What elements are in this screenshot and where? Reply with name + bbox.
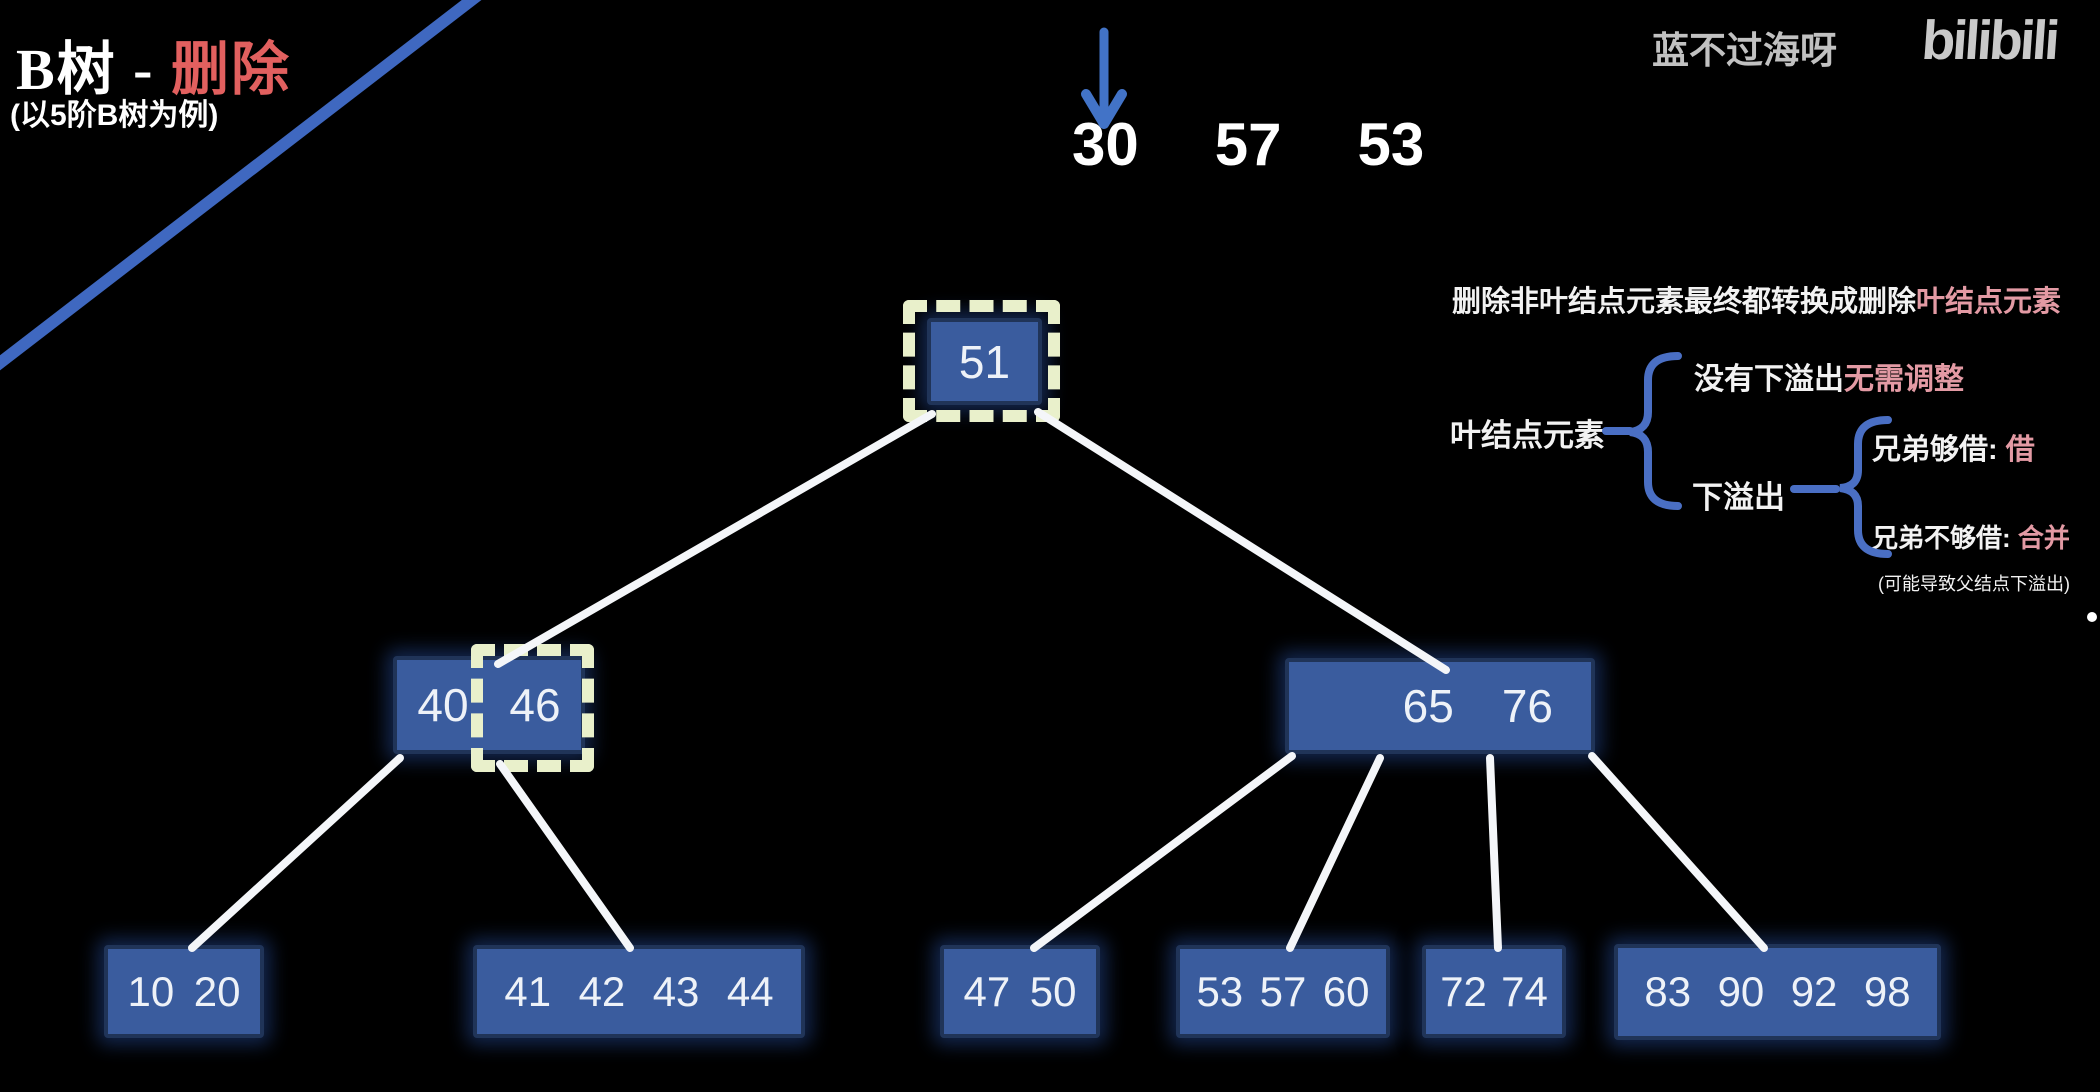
note-case-merge-sub: (可能导致父结点下溢出) bbox=[1878, 574, 2070, 594]
tree-node-internal-left: 40 46 bbox=[393, 656, 585, 754]
tree-key: 74 bbox=[1501, 967, 1548, 1015]
note-rule-white: 删除非叶结点元素最终都转换成删除 bbox=[1452, 286, 1917, 318]
edge-left-to-leaf-10-20 bbox=[188, 754, 404, 952]
note-case-borrow: 兄弟够借: 借 bbox=[1872, 426, 2035, 468]
tree-key: 53 bbox=[1196, 967, 1244, 1015]
tree-key: 10 bbox=[127, 967, 175, 1015]
note-case1-pink: 无需调整 bbox=[1844, 363, 1964, 396]
edge-right-to-leaf-47-50 bbox=[1030, 752, 1296, 952]
tree-leaf-10-20: 10 20 bbox=[104, 945, 264, 1038]
tree-key: 50 bbox=[1029, 967, 1077, 1015]
tree-leaf-41-44: 41 42 43 44 bbox=[473, 945, 805, 1038]
note-case-no-underflow: 没有下溢出无需调整 bbox=[1694, 354, 1964, 398]
edge-right-to-leaf-83-98 bbox=[1588, 752, 1768, 952]
tree-key: 90 bbox=[1717, 968, 1765, 1015]
note-case2a-pink: 借 bbox=[2005, 434, 2035, 466]
tree-key: 60 bbox=[1322, 967, 1370, 1015]
tree-key: 65 bbox=[1402, 680, 1454, 732]
tree-key: 47 bbox=[963, 967, 1011, 1015]
tree-key: 42 bbox=[578, 967, 626, 1015]
tree-key: 51 bbox=[958, 335, 1011, 388]
tree-leaf-53-60: 53 57 60 bbox=[1176, 945, 1390, 1038]
white-dot-artifact bbox=[2087, 612, 2097, 622]
edge-root-to-left-internal bbox=[494, 410, 936, 668]
note-case-merge: 兄弟不够借: 合并 bbox=[1872, 518, 2070, 555]
note-case2b-white: 兄弟不够借: bbox=[1872, 523, 2018, 553]
uploader-watermark: 蓝不过海呀 bbox=[1652, 30, 1837, 71]
note-case2a-white: 兄弟够借: bbox=[1872, 434, 2006, 466]
note-rule-line: 删除非叶结点元素最终都转换成删除叶结点元素 bbox=[1452, 278, 2061, 320]
note-case-underflow: 下溢出 bbox=[1692, 480, 1785, 515]
tree-key: 46 bbox=[509, 679, 561, 731]
tree-key: 92 bbox=[1790, 968, 1838, 1015]
tree-key: 98 bbox=[1863, 968, 1911, 1015]
tree-key: 20 bbox=[193, 967, 241, 1015]
tree-key: 44 bbox=[726, 967, 774, 1015]
bilibili-logo: bilibili bbox=[1919, 9, 2060, 71]
note-branch-root: 叶结点元素 bbox=[1450, 418, 1605, 453]
brace-leaf-element-icon bbox=[1629, 352, 1682, 510]
note-case2b-pink: 合并 bbox=[2017, 523, 2070, 553]
tree-leaf-83-98: 83 90 92 98 bbox=[1614, 944, 1941, 1040]
tree-leaf-47-50: 47 50 bbox=[940, 945, 1100, 1038]
queue-number: 53 bbox=[1357, 111, 1425, 178]
tree-node-internal-right: 65 76 bbox=[1285, 658, 1595, 754]
tree-key: 43 bbox=[652, 967, 700, 1015]
tree-node-root: 51 bbox=[927, 318, 1042, 405]
queue-number: 30 bbox=[1072, 111, 1139, 178]
tree-key: 72 bbox=[1440, 967, 1487, 1015]
tree-key: 57 bbox=[1259, 967, 1307, 1015]
note-rule-pink: 叶结点元素 bbox=[1916, 286, 2062, 318]
tree-key: 40 bbox=[417, 679, 469, 731]
note-case1-white: 没有下溢出 bbox=[1694, 363, 1844, 396]
tree-key: 83 bbox=[1644, 968, 1692, 1015]
edge-right-to-leaf-72-74 bbox=[1486, 754, 1502, 952]
deletion-queue: 30 57 53 bbox=[1072, 110, 1424, 179]
tree-leaf-72-74: 72 74 bbox=[1422, 945, 1566, 1038]
highlight-dashed-root-51 bbox=[903, 300, 1060, 422]
highlight-dashed-key-46 bbox=[471, 644, 594, 772]
page-subtitle: (以5阶B树为例) bbox=[10, 99, 219, 132]
tree-key: 76 bbox=[1501, 680, 1553, 732]
queue-number: 57 bbox=[1214, 111, 1282, 178]
edge-right-to-leaf-53-60 bbox=[1286, 754, 1384, 952]
edge-root-to-right-internal bbox=[1034, 408, 1450, 674]
tree-key: 41 bbox=[504, 967, 552, 1015]
edge-left-to-leaf-41-44 bbox=[496, 760, 634, 952]
